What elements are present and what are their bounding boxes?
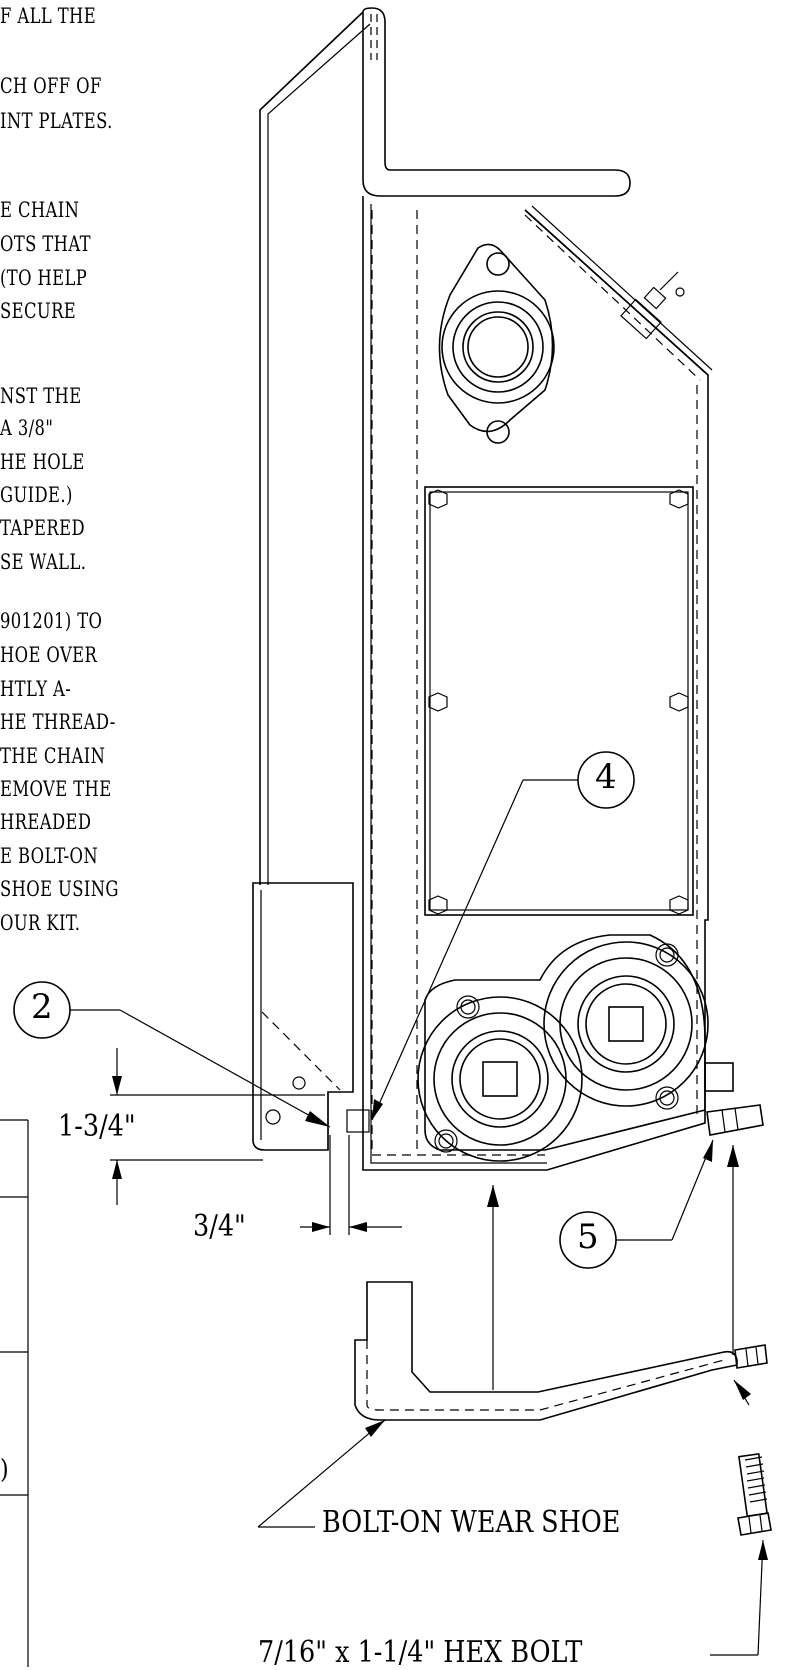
instruction-line: A 3/8" bbox=[0, 416, 54, 440]
instruction-line: HOE OVER bbox=[0, 643, 98, 667]
housing-outline bbox=[362, 196, 713, 1171]
callout-4-leader bbox=[371, 751, 635, 1121]
cover-plate bbox=[424, 486, 694, 916]
instruction-line: OUR KIT. bbox=[0, 911, 81, 935]
instruction-line: EMOVE THE bbox=[0, 777, 112, 801]
table-cell-text: ) bbox=[0, 1455, 9, 1485]
instruction-line: SECURE bbox=[0, 299, 77, 323]
wear-shoe-leader bbox=[257, 1419, 386, 1528]
instruction-line: THE CHAIN bbox=[0, 744, 106, 768]
instruction-line: HTLY A- bbox=[0, 677, 72, 701]
flange-bearing bbox=[438, 243, 555, 444]
instruction-line: F ALL THE bbox=[0, 4, 97, 28]
table-fragment bbox=[0, 1119, 29, 1667]
instruction-line: E CHAIN bbox=[0, 198, 80, 222]
callout-5-leader bbox=[559, 1139, 714, 1269]
instruction-line: INT PLATES. bbox=[0, 109, 113, 133]
instruction-line: GUIDE.) bbox=[0, 483, 73, 507]
callout-2: 2 bbox=[31, 987, 53, 1027]
instruction-line: SHOE USING bbox=[0, 877, 119, 901]
dimension-width bbox=[300, 1135, 402, 1235]
hex-bolt-label: 7/16" x 1-1/4" HEX BOLT bbox=[258, 1635, 583, 1670]
dimension-width-label: 3/4" bbox=[193, 1209, 246, 1244]
dimension-height-label: 1-3/4" bbox=[58, 1109, 136, 1144]
upper-frame bbox=[259, 7, 631, 885]
assembly-arrows bbox=[487, 1145, 739, 1390]
grease-fitting bbox=[620, 271, 685, 340]
instruction-line: TAPERED bbox=[0, 516, 85, 540]
dual-bearing-housing bbox=[372, 934, 734, 1162]
chain-guide-bracket bbox=[252, 882, 370, 1151]
instruction-line: (TO HELP bbox=[0, 266, 88, 290]
instruction-line: CH OFF OF bbox=[0, 74, 102, 98]
instruction-line: E BOLT-ON bbox=[0, 844, 99, 868]
wear-shoe bbox=[354, 1281, 768, 1421]
dimension-height bbox=[110, 1048, 325, 1205]
instruction-line: HREADED bbox=[0, 810, 92, 834]
hex-bolt bbox=[710, 1379, 772, 1656]
callout-4: 4 bbox=[595, 757, 617, 797]
wear-shoe-label: BOLT-ON WEAR SHOE bbox=[322, 1505, 621, 1540]
bolt-tab bbox=[706, 1104, 764, 1136]
instruction-line: 901201) TO bbox=[0, 609, 103, 633]
instruction-line: NST THE bbox=[0, 384, 82, 408]
instruction-line: OTS THAT bbox=[0, 232, 91, 256]
callout-5: 5 bbox=[577, 1217, 599, 1257]
instruction-line: HE HOLE bbox=[0, 450, 85, 474]
instruction-line: SE WALL. bbox=[0, 550, 87, 574]
callout-2-leader bbox=[13, 981, 331, 1128]
instruction-line: HE THREAD- bbox=[0, 710, 116, 734]
